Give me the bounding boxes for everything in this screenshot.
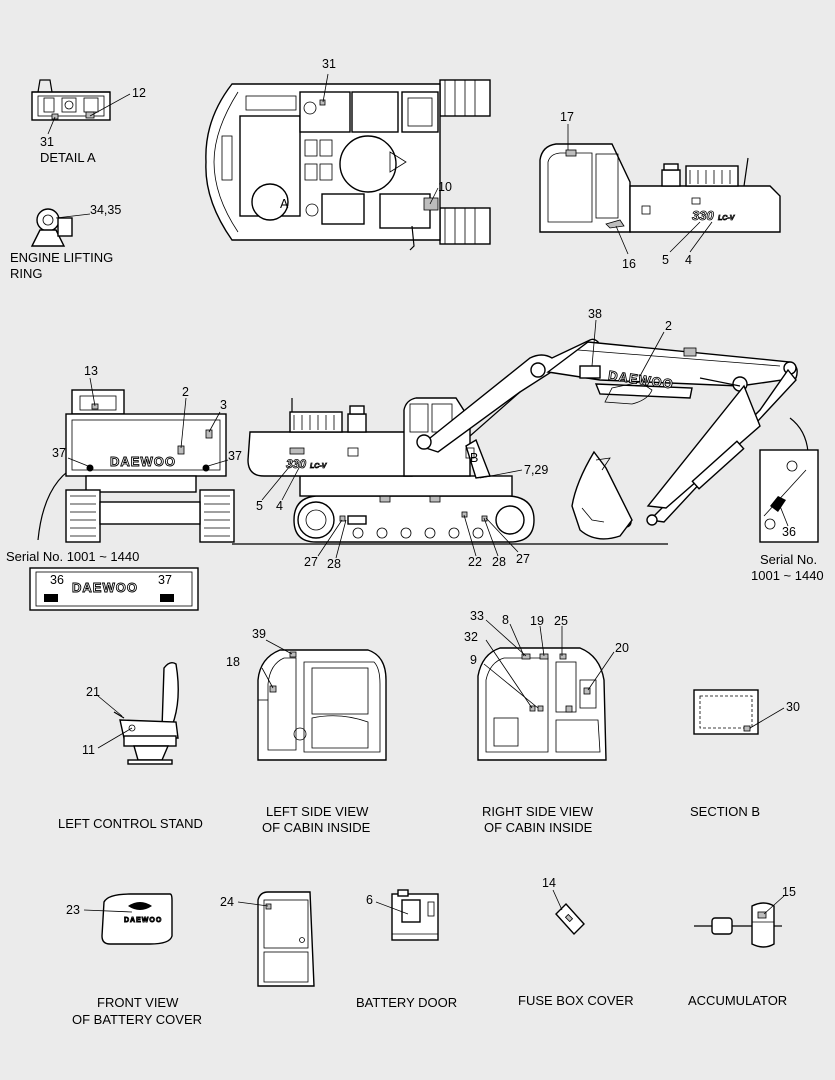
callout-34-35: 34,35 (90, 203, 121, 217)
serial-left-caption: Serial No. 1001 ~ 1440 (6, 549, 139, 564)
callout-14: 14 (542, 876, 556, 890)
left-cabin-caption-1: LEFT SIDE VIEW (266, 804, 369, 819)
left-control-stand-drawing (113, 661, 179, 765)
fuse-box-cover-caption: FUSE BOX COVER (518, 993, 634, 1008)
right-cabin-inside-drawing (477, 647, 607, 761)
callout-36-plate: 36 (50, 573, 64, 587)
rear-view-daewoo-logo: DAEWOO (110, 454, 176, 469)
callout-31-top: 31 (322, 57, 336, 71)
right-cabin-caption-1: RIGHT SIDE VIEW (482, 804, 594, 819)
cab-door-drawing (257, 891, 315, 987)
left-cabin-inside-drawing (257, 649, 387, 761)
callout-20: 20 (615, 641, 629, 655)
main-side-view-drawing: 330 LC-V DAEWOO B (232, 338, 809, 545)
serial-right-caption-1: Serial No. (760, 552, 817, 567)
callout-23: 23 (66, 903, 80, 917)
callout-15: 15 (782, 885, 796, 899)
callout-2-rear: 2 (182, 385, 189, 399)
callout-13: 13 (84, 364, 98, 378)
arm-detail-drawing (759, 449, 819, 543)
accumulator-drawing (694, 902, 782, 948)
main-view-model-suffix: LC-V (310, 463, 328, 470)
callout-19: 19 (530, 614, 544, 628)
left-cabin-caption-2: OF CABIN INSIDE (262, 820, 371, 835)
callout-27-right: 27 (516, 552, 530, 566)
battery-door-drawing (391, 889, 439, 941)
upper-view-model-decal: 330 (692, 208, 714, 223)
section-b-caption: SECTION B (690, 804, 760, 819)
view-b-marker: B (470, 451, 478, 465)
callout-9: 9 (470, 653, 477, 667)
callout-2-boom: 2 (665, 319, 672, 333)
left-control-stand-caption: LEFT CONTROL STAND (58, 816, 203, 831)
callout-21: 21 (86, 685, 100, 699)
callout-7-29: 7,29 (524, 463, 548, 477)
serial-right-caption-2: 1001 ~ 1440 (751, 568, 824, 583)
detail-a-drawing (31, 79, 111, 121)
accumulator-caption: ACCUMULATOR (688, 993, 787, 1008)
callout-37-rear-right: 37 (228, 449, 242, 463)
callout-17: 17 (560, 110, 574, 124)
upper-side-view-drawing: 330 LC-V (539, 143, 781, 233)
callout-11: 11 (82, 743, 95, 757)
rear-view-drawing: DAEWOO (37, 389, 235, 543)
engine-lifting-ring-drawing (30, 208, 73, 247)
top-view-drawing (205, 79, 491, 251)
battery-cover-drawing: DAEWOO (101, 893, 173, 945)
callout-33: 33 (470, 609, 484, 623)
callout-10: 10 (438, 180, 452, 194)
callout-6: 6 (366, 893, 373, 907)
callout-16: 16 (622, 257, 636, 271)
engine-lifting-ring-caption-1: ENGINE LIFTING (10, 250, 113, 265)
section-b-drawing (693, 689, 759, 735)
right-cabin-caption-2: OF CABIN INSIDE (484, 820, 593, 835)
battery-cover-daewoo-logo: DAEWOO (124, 917, 162, 924)
callout-38: 38 (588, 307, 602, 321)
callout-32: 32 (464, 630, 478, 644)
callout-12: 12 (132, 86, 146, 100)
front-battery-caption-1: FRONT VIEW (97, 995, 179, 1010)
fuse-box-cover-drawing (555, 902, 585, 936)
front-battery-caption-2: OF BATTERY COVER (72, 1012, 202, 1027)
callout-5-upper: 5 (662, 253, 669, 267)
battery-door-caption: BATTERY DOOR (356, 995, 457, 1010)
engine-lifting-ring-caption-2: RING (10, 266, 43, 281)
callout-31-detail: 31 (40, 135, 54, 149)
callout-8: 8 (502, 613, 509, 627)
callout-28-right: 28 (492, 555, 506, 569)
rear-counterweight-plate-drawing: DAEWOO (29, 567, 199, 611)
callout-3: 3 (220, 398, 227, 412)
callout-30: 30 (786, 700, 800, 714)
callout-25: 25 (554, 614, 568, 628)
callout-22: 22 (468, 555, 482, 569)
callout-4-upper: 4 (685, 253, 692, 267)
main-view-model-decal: 330 (286, 457, 306, 471)
plate-daewoo-logo: DAEWOO (72, 580, 138, 595)
callout-37-rear-left: 37 (52, 446, 66, 460)
detail-a-marker: A (280, 197, 289, 211)
upper-view-model-suffix: LC-V (718, 215, 736, 222)
callout-18: 18 (226, 655, 240, 669)
callout-37-plate: 37 (158, 573, 172, 587)
callout-28-left: 28 (327, 557, 341, 571)
detail-a-caption: DETAIL A (40, 150, 96, 165)
callout-39: 39 (252, 627, 266, 641)
callout-5-main: 5 (256, 499, 263, 513)
callout-4-main: 4 (276, 499, 283, 513)
callout-27-left: 27 (304, 555, 318, 569)
callout-36-detail: 36 (782, 525, 796, 539)
callout-24: 24 (220, 895, 234, 909)
